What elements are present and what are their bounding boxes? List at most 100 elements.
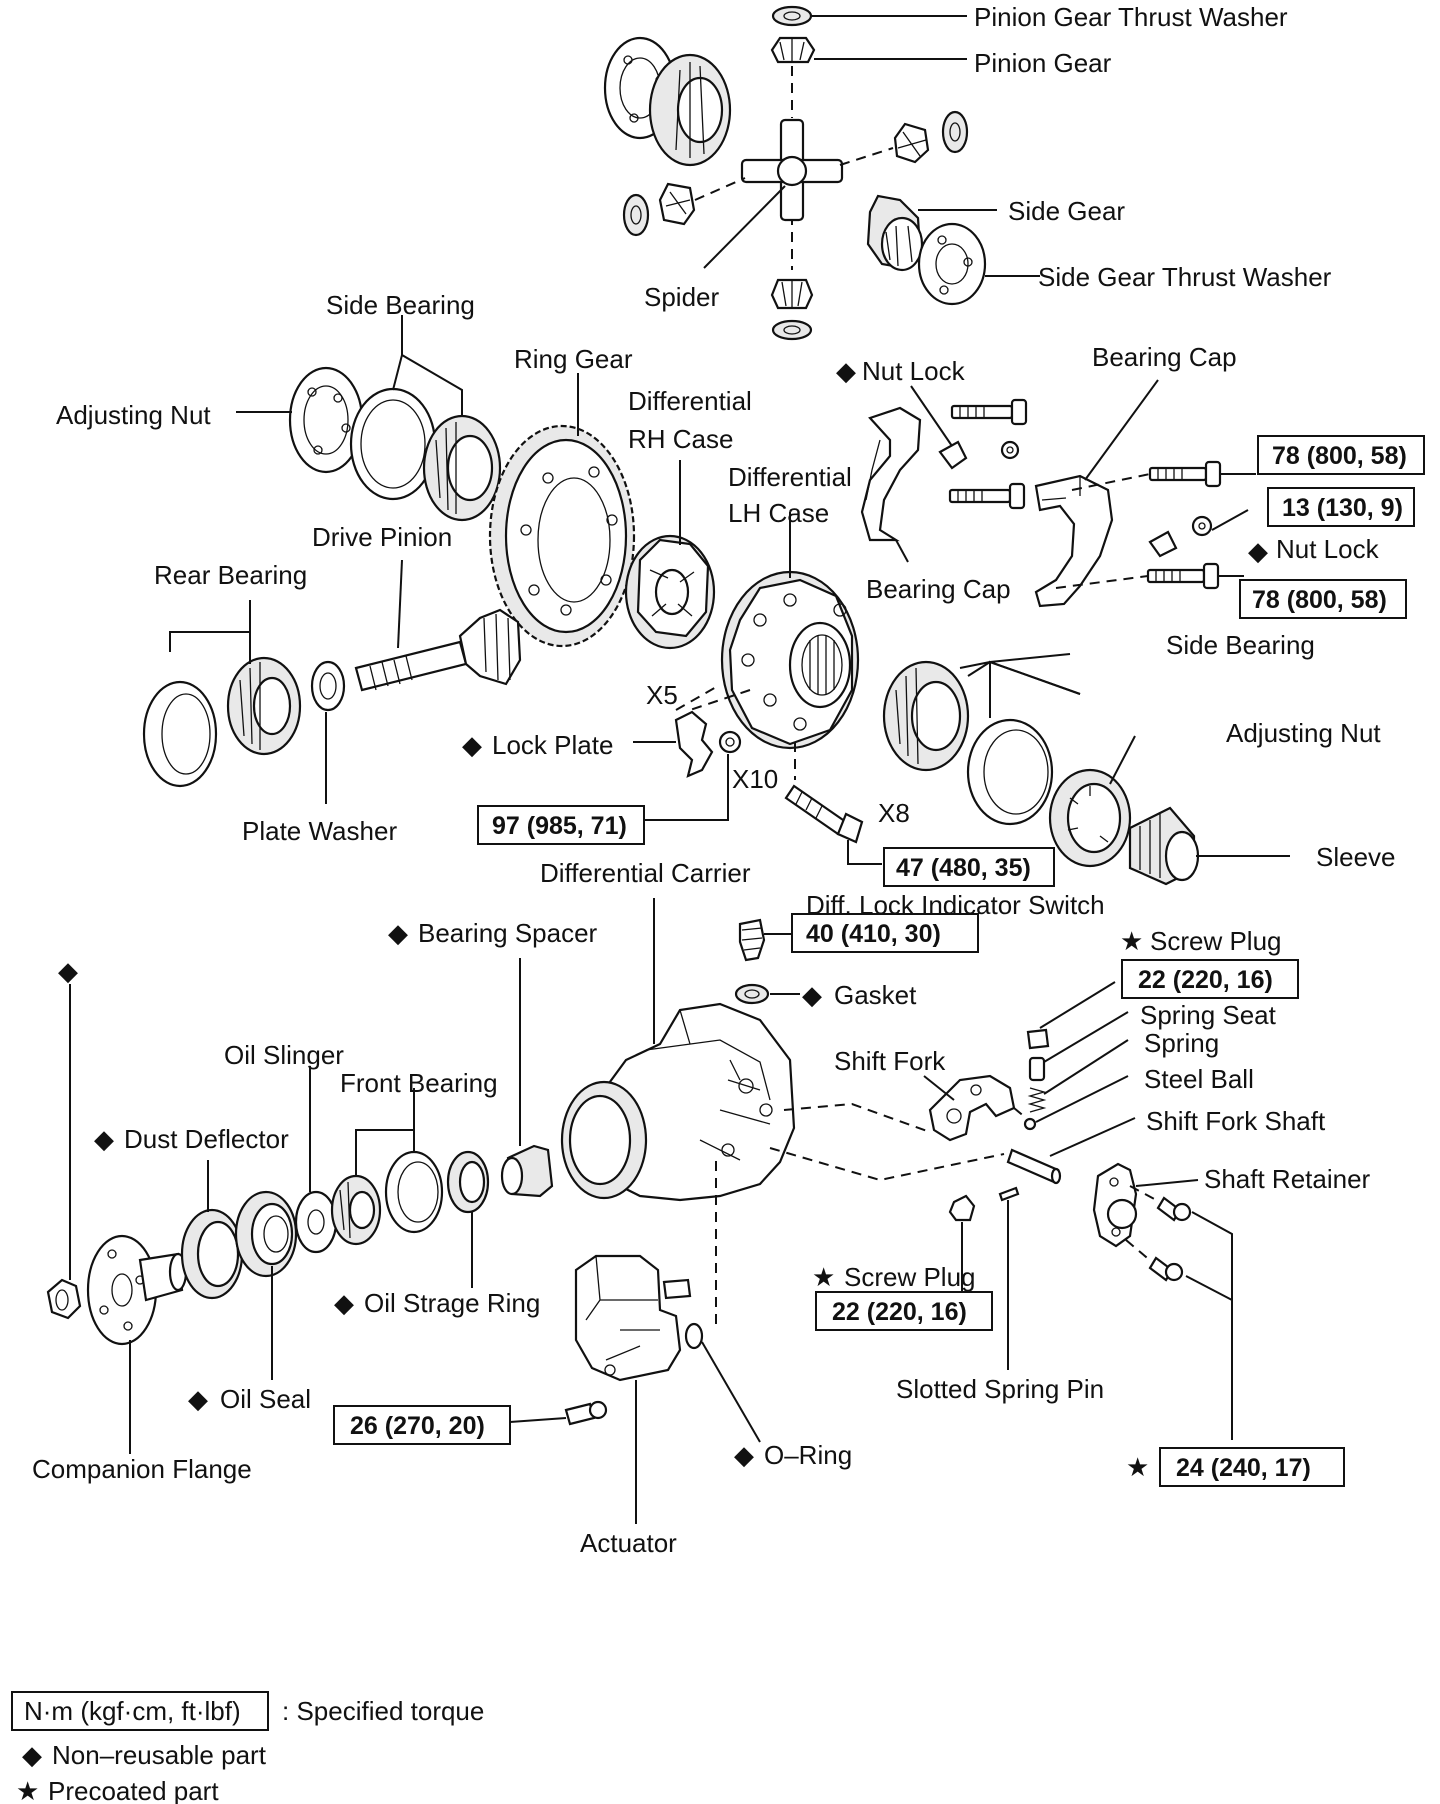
dust-deflector-part — [180, 1160, 244, 1300]
front-parts-stack — [46, 958, 554, 1454]
torque-47: 47 (480, 35) — [896, 854, 1031, 882]
bearing-cap-right-part — [1034, 379, 1256, 608]
label-ring-gear: Ring Gear — [514, 344, 633, 374]
label-shift-fork-shaft: Shift Fork Shaft — [1146, 1106, 1326, 1136]
bearing-cap-right-bolt-upper — [1148, 460, 1222, 488]
drive-pinion-group — [142, 559, 522, 804]
differential-carrier-part — [560, 898, 796, 1202]
label-x8: X8 — [878, 798, 910, 828]
bearing-cap-bolt-upper — [950, 398, 1028, 426]
label-pinion-gear-thrust-washer: Pinion Gear Thrust Washer — [974, 2, 1288, 32]
legend-torque-unit: N·m (kgf·cm, ft·lbf) — [24, 1696, 241, 1726]
diamond-dust-deflector: ◆ — [94, 1124, 114, 1154]
label-adjusting-nut-right: Adjusting Nut — [1226, 718, 1381, 748]
diamond-bearing-spacer: ◆ — [388, 918, 408, 948]
label-differential-carrier: Differential Carrier — [540, 858, 751, 888]
label-o-ring: O–Ring — [764, 1440, 852, 1470]
actuator-part — [574, 1254, 692, 1524]
label-nut-lock-right: Nut Lock — [1276, 534, 1380, 564]
label-steel-ball: Steel Ball — [1144, 1064, 1254, 1094]
star-torque-24: ★ — [1126, 1452, 1149, 1482]
label-oil-seal: Oil Seal — [220, 1384, 311, 1414]
side-bearing-race-right — [966, 718, 1054, 826]
legend: N·m (kgf·cm, ft·lbf) : Specified torque … — [11, 1691, 484, 1804]
legend-non-reusable: Non–reusable part — [52, 1740, 267, 1770]
torque-26: 26 (270, 20) — [350, 1412, 485, 1440]
actuator-bolt-part — [509, 1400, 608, 1426]
shaft-retainer-part — [1092, 1162, 1233, 1440]
flange-nut-part — [46, 984, 82, 1320]
torque-22-top: 22 (220, 16) — [1138, 966, 1273, 994]
label-x10: X10 — [732, 764, 778, 794]
lock-plate-bolt — [718, 730, 742, 754]
bearing-cap-right-bolt-lower — [1146, 562, 1220, 590]
label-differential-lh-1: Differential — [728, 462, 852, 492]
label-gasket: Gasket — [834, 980, 917, 1010]
bearing-cap-bolt-lower — [948, 482, 1026, 510]
label-side-bearing-right: Side Bearing — [1166, 630, 1315, 660]
label-oil-strage-ring: Oil Strage Ring — [364, 1288, 540, 1318]
oil-seal-part — [234, 1190, 298, 1380]
diamond-nut-lock-top: ◆ — [836, 356, 856, 386]
side-bearing-race-left — [349, 387, 437, 501]
label-nut-lock-top: Nut Lock — [862, 356, 966, 386]
diff-lock-indicator-switch-part — [738, 918, 792, 962]
label-screw-plug-bottom: Screw Plug — [844, 1262, 976, 1292]
diamond-oil-seal: ◆ — [188, 1384, 208, 1414]
oil-strage-ring-part — [446, 1150, 490, 1288]
legend-torque-box — [11, 1691, 269, 1731]
label-pinion-gear: Pinion Gear — [974, 48, 1112, 78]
screw-plug-bottom-part — [948, 1194, 976, 1296]
differential-lh-case-part — [689, 512, 860, 780]
label-drive-pinion: Drive Pinion — [312, 522, 452, 552]
torque-40: 40 (410, 30) — [806, 920, 941, 948]
differential-rh-case-part — [624, 460, 716, 650]
label-plate-washer: Plate Washer — [242, 816, 397, 846]
oil-slinger-part — [294, 1066, 338, 1254]
drive-pinion-part — [354, 608, 522, 692]
label-sleeve: Sleeve — [1316, 842, 1396, 872]
label-differential-lh-2: LH Case — [728, 498, 829, 528]
companion-flange-part — [86, 1234, 188, 1454]
star-screw-plug-top: ★ — [1120, 926, 1143, 956]
label-companion-flange: Companion Flange — [32, 1454, 252, 1484]
front-bearing-part — [330, 1088, 444, 1246]
label-oil-slinger: Oil Slinger — [224, 1040, 344, 1070]
carrier-bolt-x8 — [784, 784, 864, 844]
pinion-gear-thrust-washer-part — [771, 5, 813, 27]
label-dust-deflector: Dust Deflector — [124, 1124, 289, 1154]
diamond-nut-lock-right: ◆ — [1248, 536, 1268, 566]
nut-lock-right-part — [1148, 530, 1178, 558]
spider-part — [740, 118, 844, 222]
label-rear-bearing: Rear Bearing — [154, 560, 307, 590]
diamond-oil-strage-ring: ◆ — [334, 1288, 354, 1318]
label-lock-plate: Lock Plate — [492, 730, 613, 760]
label-side-gear: Side Gear — [1008, 196, 1125, 226]
pinion-gear-part — [770, 36, 816, 64]
torque-78-lower: 78 (800, 58) — [1252, 586, 1387, 614]
label-shaft-retainer: Shaft Retainer — [1204, 1164, 1371, 1194]
legend-torque-desc: : Specified torque — [282, 1696, 484, 1726]
nut-lock-top-part — [938, 440, 968, 470]
legend-star-symbol: ★ — [16, 1776, 39, 1804]
torque-13: 13 (130, 9) — [1282, 494, 1403, 522]
diamond-o-ring: ◆ — [734, 1440, 754, 1470]
lock-plate-group — [633, 685, 882, 865]
diamond-gasket: ◆ — [802, 980, 822, 1010]
label-differential-rh-2: RH Case — [628, 424, 733, 454]
label-spring: Spring — [1144, 1028, 1219, 1058]
gasket-part — [734, 983, 800, 1005]
pinion-gear-left — [658, 182, 696, 226]
left-bearing-group — [236, 315, 502, 522]
label-bearing-cap-top: Bearing Cap — [1092, 342, 1237, 372]
plate-washer-part — [310, 660, 346, 712]
pinion-cluster — [603, 5, 1040, 341]
label-shift-fork: Shift Fork — [834, 1046, 946, 1076]
shaft-retainer-bolt-upper — [1156, 1196, 1192, 1222]
ring-gear-part — [488, 373, 636, 648]
steel-ball-part — [1023, 1117, 1037, 1131]
torque-22-bottom: 22 (220, 16) — [832, 1298, 967, 1326]
label-adjusting-nut-left: Adjusting Nut — [56, 400, 211, 430]
spring-part — [1027, 1087, 1047, 1113]
